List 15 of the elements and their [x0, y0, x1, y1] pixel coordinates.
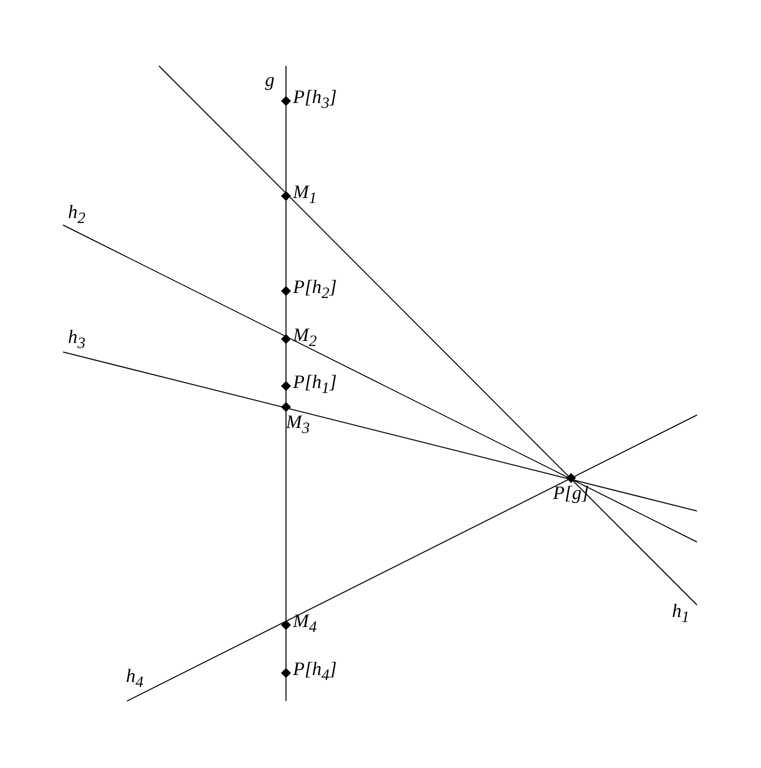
- line-label: h$_{1}$: [672, 601, 690, 628]
- point-label: M$_{2}$: [293, 325, 317, 352]
- point-marker: [553, 473, 589, 505]
- line-label: h$_{3}$: [68, 327, 86, 354]
- line-label: g: [265, 70, 274, 92]
- line-label: h$_{2}$: [68, 202, 86, 229]
- point-label: P[g]: [553, 483, 589, 505]
- line-label: h$_{4}$: [126, 666, 144, 693]
- point-label: P[h$_{1}$]: [293, 372, 337, 399]
- point-label: M$_{4}$: [293, 611, 317, 638]
- point-label: P[h$_{2}$]: [293, 277, 337, 304]
- point-label: M$_{1}$: [293, 182, 317, 209]
- point-label: P[h$_{3}$]: [293, 87, 337, 114]
- point-label: M$_{3}$: [286, 412, 310, 439]
- point-label: P[h$_{4}$]: [293, 659, 337, 686]
